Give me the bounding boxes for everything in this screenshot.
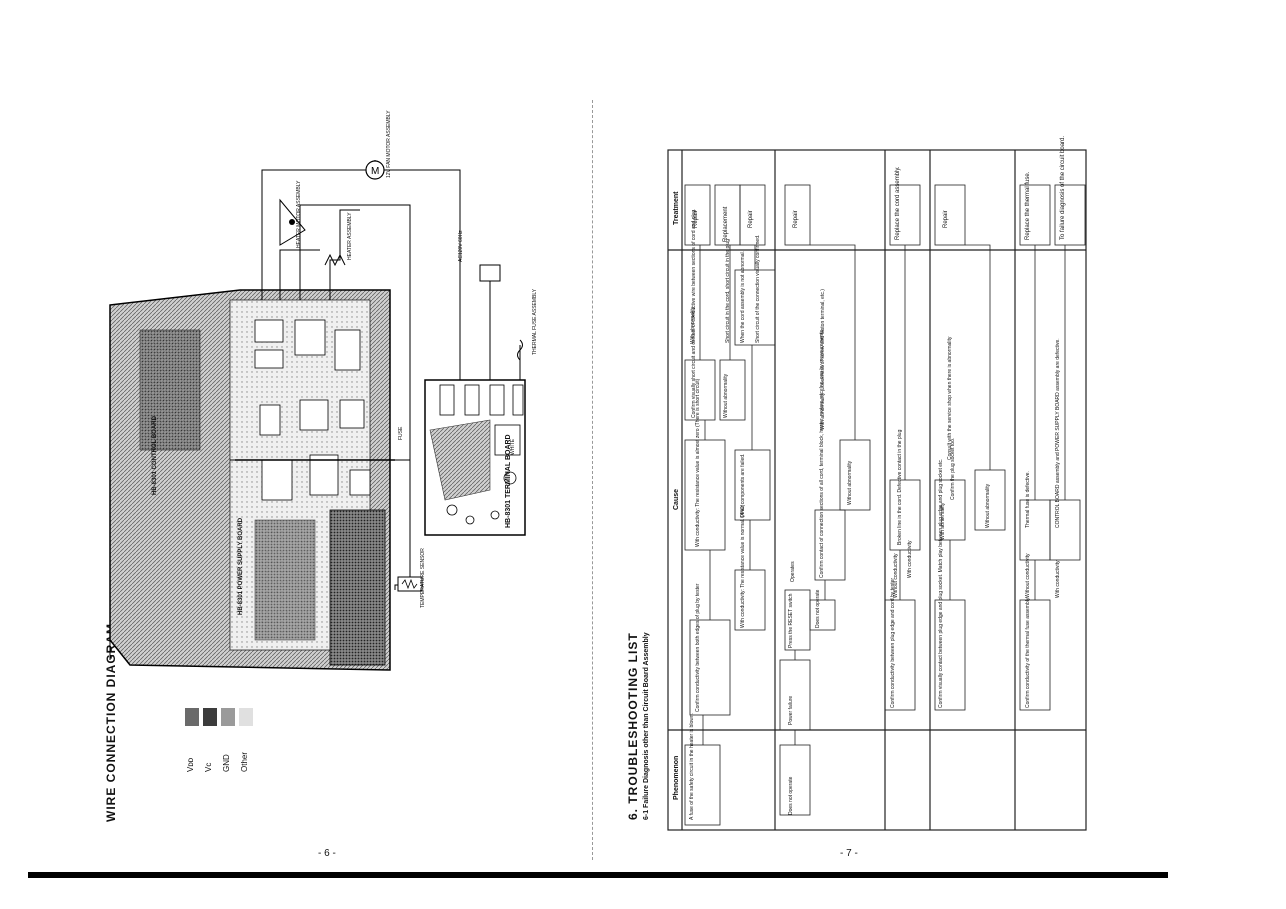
cause-step: CONTROL BOARD assembly and POWER SUPPLY … (1055, 338, 1061, 528)
wire-diagram: M (109, 160, 526, 671)
label-fan-motor: 12V FAN MOTOR ASSEMBLY (386, 110, 392, 178)
label-fuse: FUSE (398, 426, 404, 440)
label-sensor: TEMPERATURE SENSOR (420, 548, 426, 608)
cause-step: Thermal fuse is defective. (1025, 471, 1031, 528)
cause-step: Short circuit of the connection visually… (755, 234, 761, 343)
treatment-text: Repair (943, 210, 949, 228)
cause-step: With abnormality (690, 306, 696, 344)
cause-step: Without abnormality (985, 483, 991, 528)
cause-step: Broken line in the cord. Defective conta… (897, 429, 903, 545)
cause-step: Confirm conductivity of the thermal fuse… (1025, 597, 1031, 708)
label-control-board: HB-8301 CONTROL BOARD (152, 416, 158, 495)
page-number-right: - 7 - (840, 848, 858, 859)
cause-step: Without abnormality (847, 460, 853, 505)
cause-step: With conductivity (1055, 560, 1061, 598)
scan-bottom-bar (28, 872, 1168, 878)
label-white: WHITE (510, 438, 516, 455)
cause-step: Power failure (788, 695, 794, 725)
cause-step: With abnormality (940, 502, 946, 540)
cause-step: Without abnormality (723, 373, 729, 418)
treatment-text: To failure diagnosis of the circuit boar… (1060, 135, 1066, 240)
label-heater: HEATER ASSEMBLY (347, 212, 353, 260)
legend-swatch-gnd (221, 708, 235, 726)
left-page: WIRE CONNECTION DIAGRAM Vᴅᴅ Vc GND Other (0, 0, 585, 870)
legend-swatch-other (239, 708, 253, 726)
page-number-left: - 6 - (318, 848, 336, 859)
treatment-text: Replacement (723, 206, 729, 242)
cause-step: Does not operate (815, 589, 821, 628)
label-ac-power: AC120V 60Hz (458, 230, 464, 262)
cause-step: Confirm conductivity between both edges … (695, 583, 701, 712)
treatment-text: Repair (793, 210, 799, 228)
phenomenon-text: A fuse of the safety circuit in the heat… (689, 712, 695, 820)
column-header-phenomenon: Phenomenon (673, 755, 680, 800)
treatment-text: Repair (748, 210, 754, 228)
cause-step: Press the RESET switch (788, 593, 794, 648)
legend-swatch-vc (203, 708, 217, 726)
column-header-cause: Cause (673, 488, 680, 510)
cause-step: Without conductivity (1025, 553, 1031, 598)
label-thermal-fuse: THERMAL FUSE ASSEMBLY (532, 288, 538, 355)
cause-step: Other components are failed. (740, 453, 746, 518)
cause-step: Consult with the service shop when there… (947, 336, 953, 460)
treatment-text: Replace the cord assembly. (895, 166, 901, 240)
cause-step: Operates (790, 561, 796, 582)
cause-step: Short circuit in the cord, short circuit… (725, 239, 731, 343)
label-heater-motor: HEATER MOTOR ASSEMBLY (296, 180, 302, 248)
cause-step: With abnormality (Looseness of screw and… (820, 289, 826, 430)
cause-step: With conductivity (907, 540, 913, 578)
cause-step: With conductivity: The resistance value … (740, 504, 746, 628)
cause-step: When the cord assembly is not abnormal. (740, 251, 746, 343)
binding-gutter (592, 100, 595, 860)
phenomenon-text: Does not operate (788, 776, 794, 815)
cause-step: Confirm visually contact between plug ed… (938, 458, 944, 708)
treatment-text: Replace the thermal fuse. (1025, 171, 1031, 240)
right-page: 6. TROUBLESHOOTING LIST 6-1 Failure Diag… (585, 0, 1286, 870)
cause-step: Without conductivity (893, 553, 899, 598)
label-power-supply: HB-8301 POWER SUPPLY BOARD (238, 517, 244, 615)
column-header-treatment: Treatment (673, 191, 680, 225)
legend-swatch-vdd (185, 708, 199, 726)
treatment-text: Repair (693, 210, 699, 228)
svg-text:M: M (371, 166, 379, 177)
troubleshooting-table (667, 149, 1087, 831)
